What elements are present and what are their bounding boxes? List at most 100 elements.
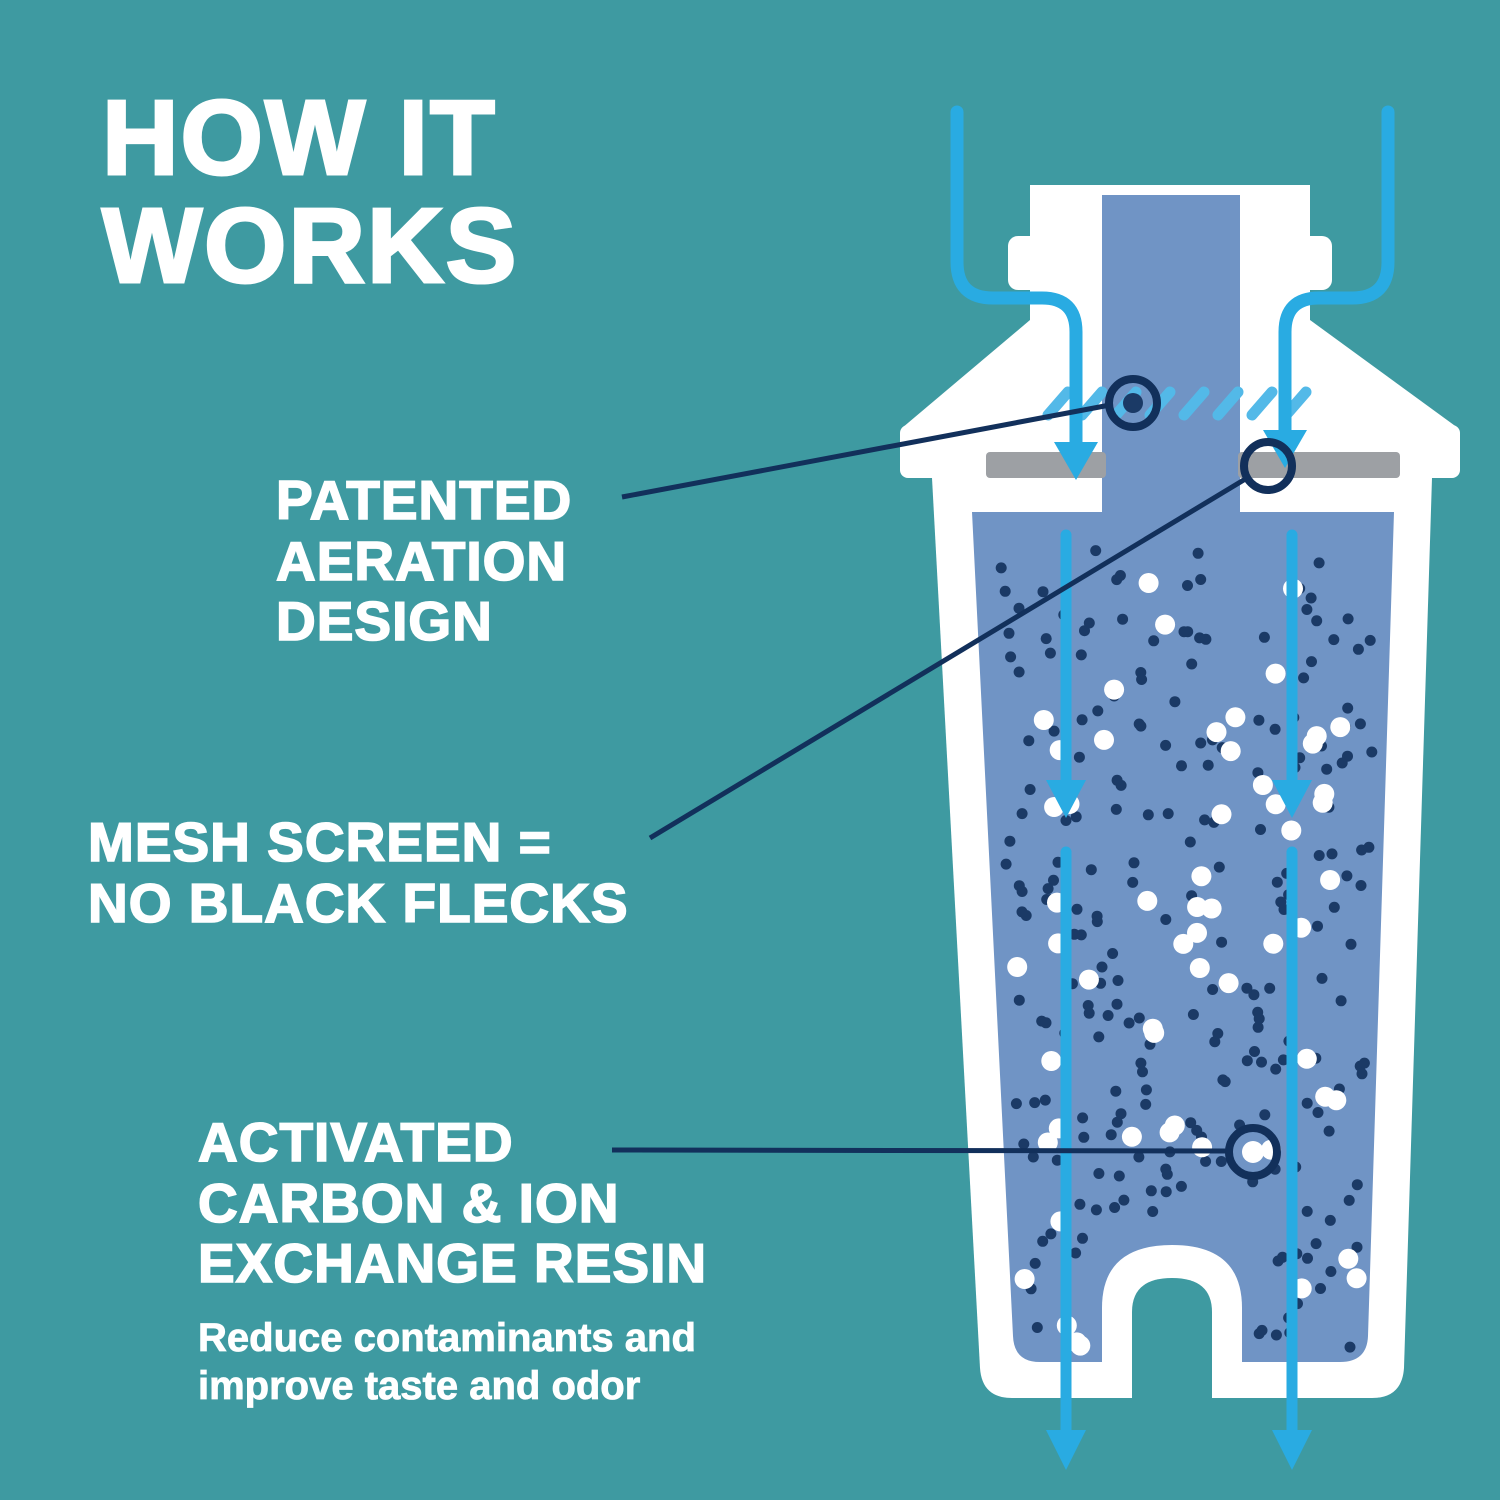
carbon-fleck-dot <box>1077 1112 1089 1124</box>
carbon-fleck-dot <box>1110 803 1122 815</box>
carbon-fleck-dot <box>1315 1283 1326 1294</box>
carbon-fleck-dot <box>1090 545 1102 557</box>
carbon-fleck-dot <box>1343 1194 1355 1206</box>
carbon-fleck-dot <box>1016 906 1028 918</box>
title-line-2: WORKS <box>100 187 519 306</box>
carbon-fleck-dot <box>1270 1329 1282 1341</box>
inlet-pipes <box>950 105 1395 449</box>
resin-bead-dot <box>1137 890 1158 911</box>
carbon-fleck-dot <box>1027 1151 1039 1163</box>
carbon-fleck-dot <box>1200 633 1212 645</box>
carbon-fleck-dot <box>1256 1056 1267 1068</box>
resin-bead-highlight <box>1242 1141 1264 1163</box>
carbon-fleck-highlight <box>1123 393 1143 413</box>
carbon-fleck-dot <box>1342 750 1353 762</box>
carbon-fleck-dot <box>1195 737 1207 749</box>
flow-arrowhead-upper-right <box>1272 780 1312 818</box>
resin-bead-dot <box>1302 733 1323 754</box>
carbon-fleck-dot <box>1045 1228 1057 1240</box>
carbon-fleck-dot <box>1140 1084 1152 1096</box>
carbon-fleck-dot <box>1352 643 1364 655</box>
carbon-fleck-dot <box>1037 1235 1049 1247</box>
carbon-fleck-dot <box>1105 1129 1117 1141</box>
carbon-fleck-dot <box>1068 928 1080 940</box>
resin-bead-dot <box>1225 707 1246 728</box>
carbon-fleck-dot <box>1212 1028 1224 1039</box>
carbon-fleck-dot <box>1128 857 1140 869</box>
carbon-fleck-dot <box>1323 1125 1335 1137</box>
inlet-arrowhead-left <box>1054 442 1098 480</box>
carbon-fleck-dot <box>1039 1094 1051 1106</box>
carbon-fleck-dot <box>1275 896 1287 908</box>
carbon-fleck-dot <box>1195 574 1207 585</box>
carbon-fleck-dot <box>1160 914 1172 925</box>
carbon-fleck-dot <box>1102 1010 1114 1021</box>
carbon-fleck-dot <box>1110 1085 1122 1097</box>
carbon-fleck-dot <box>1133 1012 1145 1024</box>
callout-line-aeration <box>621 402 1111 500</box>
callout-circle-carbon <box>1225 1124 1281 1180</box>
carbon-fleck-dot <box>1335 995 1347 1007</box>
resin-bead-dot <box>1189 958 1210 978</box>
carbon-fleck-dot <box>1115 1108 1127 1120</box>
carbon-fleck-dot <box>1326 848 1338 860</box>
carbon-fleck-dot <box>1366 746 1378 758</box>
resin-bead-dot <box>1201 898 1222 919</box>
carbon-fleck-dot <box>1324 1214 1336 1226</box>
carbon-fleck-dot <box>1252 1021 1264 1033</box>
carbon-fleck-dot <box>1127 876 1139 888</box>
carbon-fleck-dot <box>1078 1131 1090 1143</box>
carbon-fleck-dot <box>1277 1054 1289 1066</box>
carbon-fleck-dot <box>995 562 1007 574</box>
carbon-fleck-dot <box>1148 635 1160 647</box>
resin-bead-dot <box>1330 717 1351 738</box>
carbon-fleck-dot <box>1187 1009 1199 1020</box>
carbon-subtext-line-2: improve taste and odor <box>198 1363 641 1408</box>
carbon-fleck-dot <box>1185 1117 1197 1129</box>
flow-arrowheads <box>1046 780 1312 1470</box>
carbon-fleck-dot <box>1093 1031 1105 1043</box>
resin-bead-dot <box>1281 820 1302 841</box>
carbon-fleck-dot <box>1090 1204 1102 1216</box>
carbon-fleck-dot <box>1249 1046 1260 1057</box>
carbon-fleck-dot <box>1241 1055 1253 1067</box>
carbon-fleck-dot <box>1253 714 1265 726</box>
carbon-fleck-dot <box>1298 672 1310 684</box>
label-carbon-resin: ACTIVATED CARBON & ION EXCHANGE RESIN Re… <box>197 1111 707 1410</box>
carbon-fleck-dot <box>1016 808 1028 820</box>
carbon-fleck-dot <box>1176 760 1187 772</box>
callout-lines <box>611 402 1249 1154</box>
carbon-fleck-dot <box>1037 586 1049 598</box>
carbon-fleck-dot <box>1111 574 1123 586</box>
resin-bead-dot <box>1263 933 1284 954</box>
carbon-fleck-dot <box>1029 1097 1041 1109</box>
carbon-fleck-dot <box>1077 1232 1088 1244</box>
carbon-subtext-line-1: Reduce contaminants and <box>198 1315 697 1360</box>
mesh-dash <box>1212 386 1244 421</box>
carbon-fleck-dot <box>1200 1155 1212 1167</box>
carbon-fleck-dot <box>1325 1266 1337 1277</box>
carbon-fleck-dot <box>1363 841 1375 853</box>
carbon-fleck-dot <box>1312 920 1323 932</box>
resin-bead-dot <box>1252 775 1273 795</box>
carbon-fleck-dot <box>1073 751 1085 763</box>
carbon-fleck-dot <box>1241 982 1253 994</box>
resin-bead-dot <box>1338 1248 1359 1269</box>
carbon-fleck-dot <box>1023 735 1035 747</box>
carbon-fleck-dot <box>1199 814 1211 826</box>
carbon-fleck-dot <box>1356 1068 1368 1080</box>
carbon-fleck-dot <box>1301 1205 1313 1217</box>
carbon-fleck-dot <box>1316 972 1328 984</box>
resin-bead-dot <box>1094 729 1114 750</box>
resin-bead-dot <box>1187 897 1208 917</box>
resin-bead-dot <box>1218 973 1239 994</box>
carbon-fleck-dot <box>1345 938 1357 950</box>
carbon-fleck-dot <box>1107 948 1119 959</box>
mesh-dash <box>1178 386 1210 421</box>
carbon-fleck-dot <box>1010 1098 1022 1110</box>
carbon-fleck-dot <box>1142 809 1154 821</box>
carbon-fleck-dot <box>1000 858 1012 870</box>
resin-bead-dot <box>1220 741 1241 762</box>
carbon-fleck-dot <box>1186 658 1198 670</box>
